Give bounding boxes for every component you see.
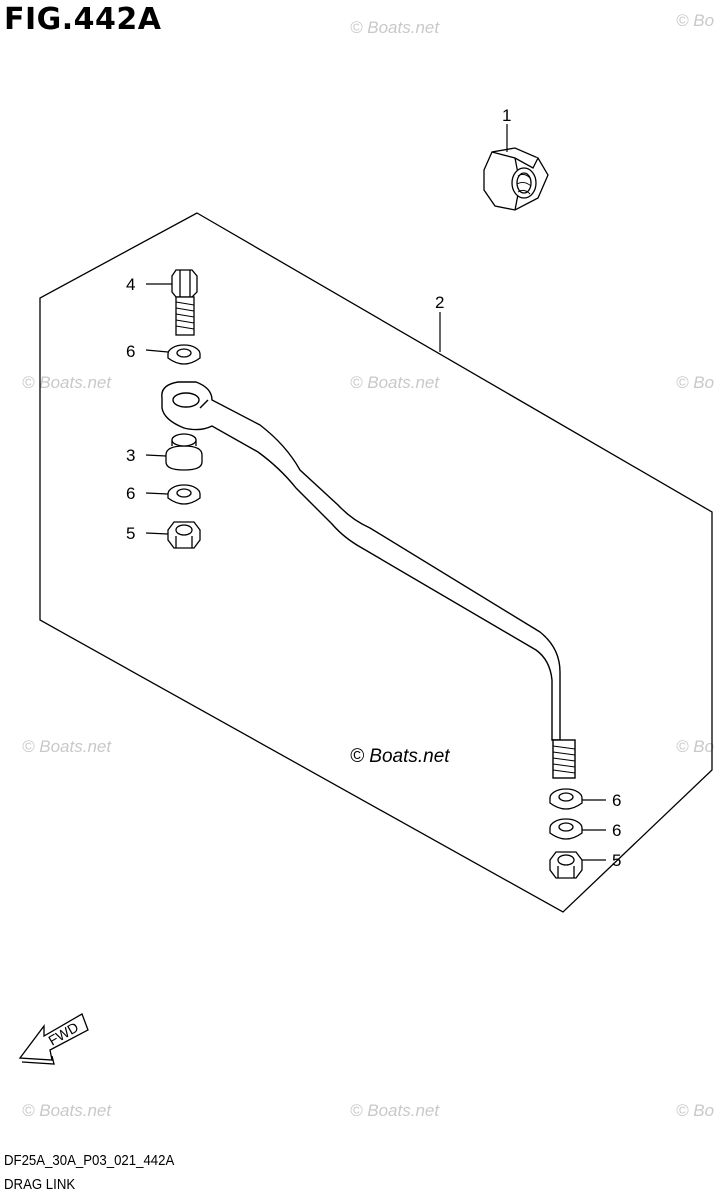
callout-3: 3 (126, 446, 135, 465)
part-2-drag-link (161, 381, 576, 779)
figure-code: DF25A_30A_P03_021_442A (4, 1152, 175, 1169)
callout-6-upper: 6 (126, 342, 135, 361)
callout-5-right: 5 (612, 851, 621, 870)
fwd-arrow-icon (18, 1013, 89, 1061)
part-6-washer-right-a (549, 788, 583, 810)
watermark: © Boats.net (676, 737, 714, 756)
watermark: © Boats.net (22, 737, 112, 756)
watermark: © Boats.net (676, 1101, 714, 1120)
part-1-nut (483, 147, 549, 211)
watermark: © Boats.net (22, 1101, 112, 1120)
part-5-nut-left (167, 521, 201, 549)
watermark: © Boats.net (350, 1101, 440, 1120)
part-5-nut-right (549, 851, 583, 879)
callout-5-left: 5 (126, 524, 135, 543)
callout-6-middle: 6 (126, 484, 135, 503)
part-4-bolt (171, 269, 198, 336)
callout-6-right-b: 6 (612, 821, 621, 840)
watermark-group: © Boats.net © Boats.net © Boats.net © Bo… (22, 11, 714, 1120)
leader-lines (145, 124, 606, 861)
watermark: © Boats.net (350, 18, 440, 37)
watermark-main: © Boats.net (350, 746, 450, 767)
watermark: © Boats.net (676, 11, 714, 30)
assembly-outline (39, 212, 713, 913)
figure-name: DRAG LINK (4, 1176, 76, 1193)
watermark: © Boats.net (676, 373, 714, 392)
figure-title: FIG.442A (4, 2, 162, 37)
callout-4: 4 (126, 275, 135, 294)
part-6-washer-upper (167, 344, 201, 365)
callout-1: 1 (502, 106, 511, 125)
callout-6-right-a: 6 (612, 791, 621, 810)
part-6-washer-right-b (549, 818, 583, 840)
watermark: © Boats.net (22, 373, 112, 392)
callout-2: 2 (435, 293, 444, 312)
part-6-washer-middle (167, 484, 201, 505)
fwd-arrow: FWD (18, 1013, 89, 1065)
watermark: © Boats.net (350, 373, 440, 392)
callout-labels: 1 2 3 4 5 5 6 6 6 6 (126, 106, 621, 870)
part-3-bushing (165, 433, 203, 471)
